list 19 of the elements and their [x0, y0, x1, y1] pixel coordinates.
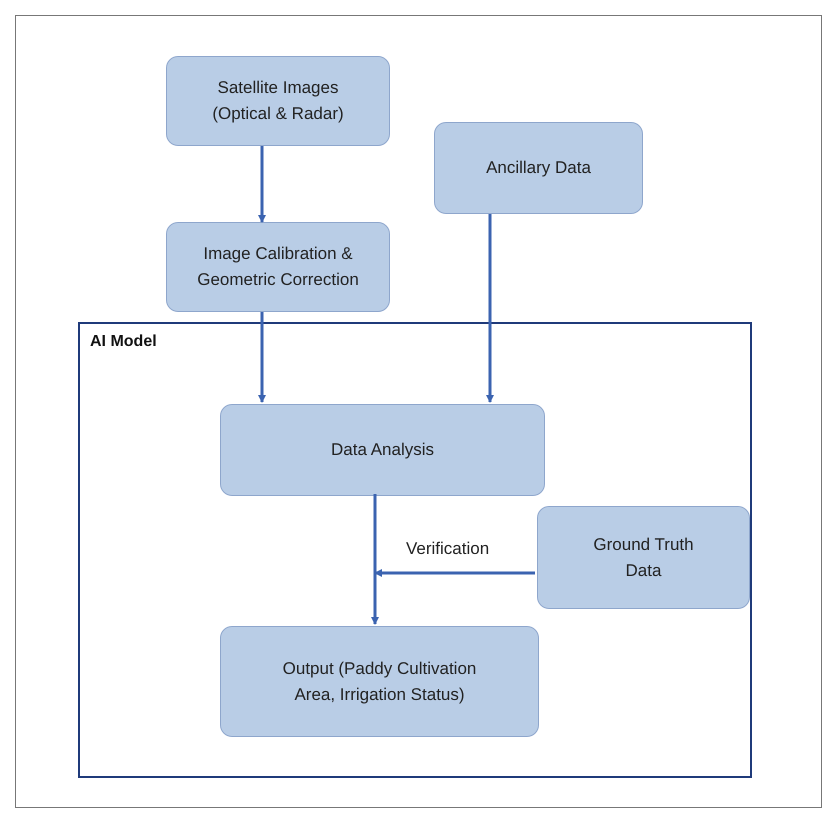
group-frame [78, 322, 752, 778]
box-label: Ancillary Data [486, 157, 591, 179]
process-box [166, 222, 390, 312]
process-box [166, 56, 390, 146]
group-title: AI Model [90, 332, 157, 352]
process-box [220, 626, 539, 737]
process-box [434, 122, 643, 214]
box-label: Satellite Images (Optical & Radar) [211, 77, 345, 125]
box-label: Image Calibration & Geometric Correction [196, 243, 360, 291]
arrow [258, 312, 266, 403]
box-label: Ground Truth Data [592, 534, 695, 582]
arrow [374, 569, 535, 577]
arrow [486, 214, 494, 403]
arrow [258, 146, 266, 223]
box-label: Data Analysis [331, 439, 434, 461]
arrow [371, 494, 379, 625]
process-box [220, 404, 545, 496]
process-box [537, 506, 750, 609]
box-label: Output (Paddy Cultivation Area, Irrigation Status) [282, 658, 478, 706]
